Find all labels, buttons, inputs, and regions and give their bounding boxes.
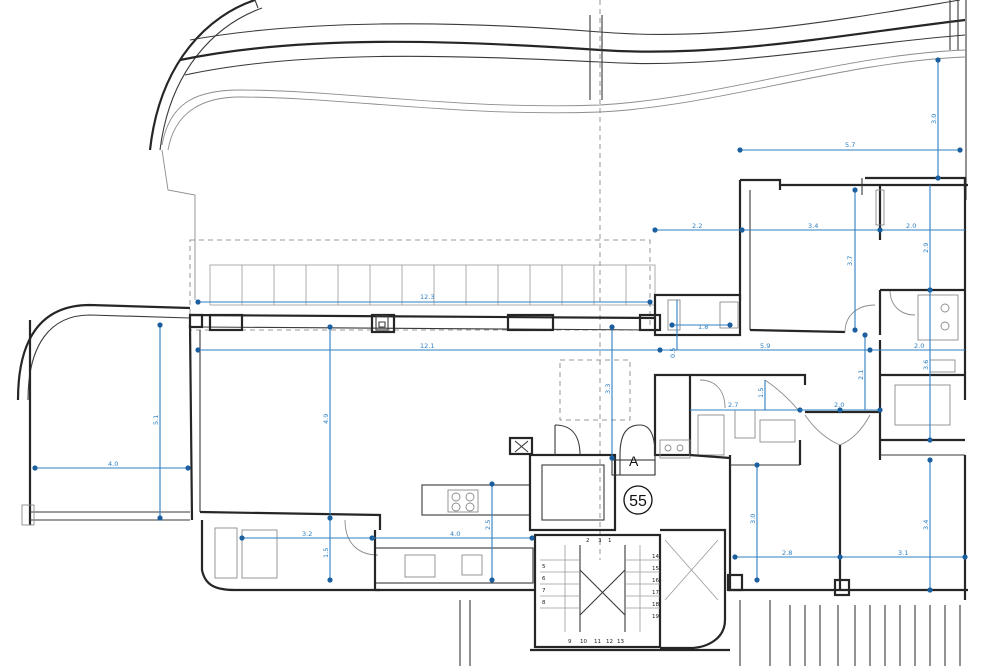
bottom-light-well [459,528,730,666]
step-number: 14 [652,554,659,560]
dimension-label: 1.8 [698,323,708,331]
staircase [533,533,662,649]
skylight-outline [559,359,631,421]
dimension-line [489,481,495,583]
dimension-label: 12.3 [420,293,434,301]
dimension-label: 3.7 [846,256,854,266]
dimension-line [935,57,941,181]
dimension-label: 5.9 [760,342,770,350]
dimension-labels: 3.0 5.7 3.4 2.2 2.0 2.9 3.7 12.3 1.8 12.… [108,114,938,558]
dimension-label: 3.4 [922,520,930,530]
step-number: 9 [568,639,572,645]
dimension-label: 4.9 [322,414,330,424]
dimension-line [800,407,883,413]
dimension-line [669,322,733,328]
stair-step-numbers: 2 3 1 5 6 7 8 9 10 11 12 13 14 15 16 17 … [542,538,659,645]
dimension-label: 12.1 [420,342,434,350]
dimension-label: 2.0 [834,401,844,409]
living-room-walls [188,313,662,592]
dimension-label: 2.9 [922,243,930,253]
dimension-label: 3.0 [749,514,757,524]
dimension-label: 0.5 [669,348,677,358]
dimension-label: 2.0 [906,222,916,230]
apartment-label-bubble [611,424,656,476]
kitchen-counter [373,484,535,592]
step-number: 3 [598,538,602,544]
step-number: 6 [542,576,546,582]
step-number: 16 [652,578,659,584]
dimension-label: 3.1 [898,549,908,557]
dimension-line [372,535,535,541]
step-number: 8 [542,600,546,606]
step-number: 12 [606,639,613,645]
dimension-label: 1.5 [322,548,330,558]
unit-number: 55 [629,493,647,510]
dimension-label: 5.1 [152,415,160,425]
dimension-label: 2.8 [782,549,792,557]
step-number: 18 [652,602,659,608]
step-number: 11 [594,639,601,645]
dimension-line [652,227,965,233]
dimension-label: 3.6 [922,360,930,370]
window-symbols [375,189,885,331]
dimension-label: 1.5 [757,388,765,398]
dimension-label: 3.2 [302,530,312,538]
dimension-line [927,457,933,593]
step-number: 2 [586,538,590,544]
dimension-label: 5.7 [845,141,855,149]
dimension-line [927,290,933,443]
step-number: 5 [542,564,546,570]
dimension-line [157,322,163,521]
dimension-line [690,407,803,413]
lift-shaft [508,424,617,532]
curved-terrace-edge [148,0,967,300]
step-number: 13 [617,639,624,645]
dimension-line [32,465,191,471]
pergola-slats [209,264,656,306]
dimension-line [327,324,333,583]
dimension-line [609,324,615,461]
canopy-outline [189,239,651,331]
bottom-balcony-railing [728,588,968,666]
dimension-label: 2.1 [857,370,865,380]
dimension-lines [32,57,968,593]
step-number: 19 [652,614,659,620]
dimension-label: 3.0 [930,114,938,124]
step-number: 15 [652,566,659,572]
unit-number-circle [623,485,653,515]
dimension-line [737,147,963,153]
bathroom-core [653,293,880,597]
dimension-label: 2.7 [728,401,738,409]
left-balcony [16,303,191,526]
step-number: 1 [608,538,612,544]
step-number: 10 [580,639,587,645]
step-number: 7 [542,588,546,594]
dimension-label: 2.0 [914,342,924,350]
dimension-label: 3.3 [604,384,612,394]
dimension-line [195,347,965,353]
dimension-label: 4.0 [108,460,118,468]
dimension-line [852,187,858,333]
dimension-line [754,462,760,583]
dimension-label: 2.2 [692,222,702,230]
step-number: 17 [652,590,659,596]
dimension-line [862,332,868,410]
dimension-line [927,185,933,293]
dimension-label: 4.0 [450,530,460,538]
block-label: A [629,453,639,469]
dimension-line [732,554,968,560]
dimension-label: 3.4 [808,222,818,230]
right-wing-walls [738,176,968,600]
dimension-line [195,299,653,305]
dimension-label: 2.5 [484,520,492,530]
